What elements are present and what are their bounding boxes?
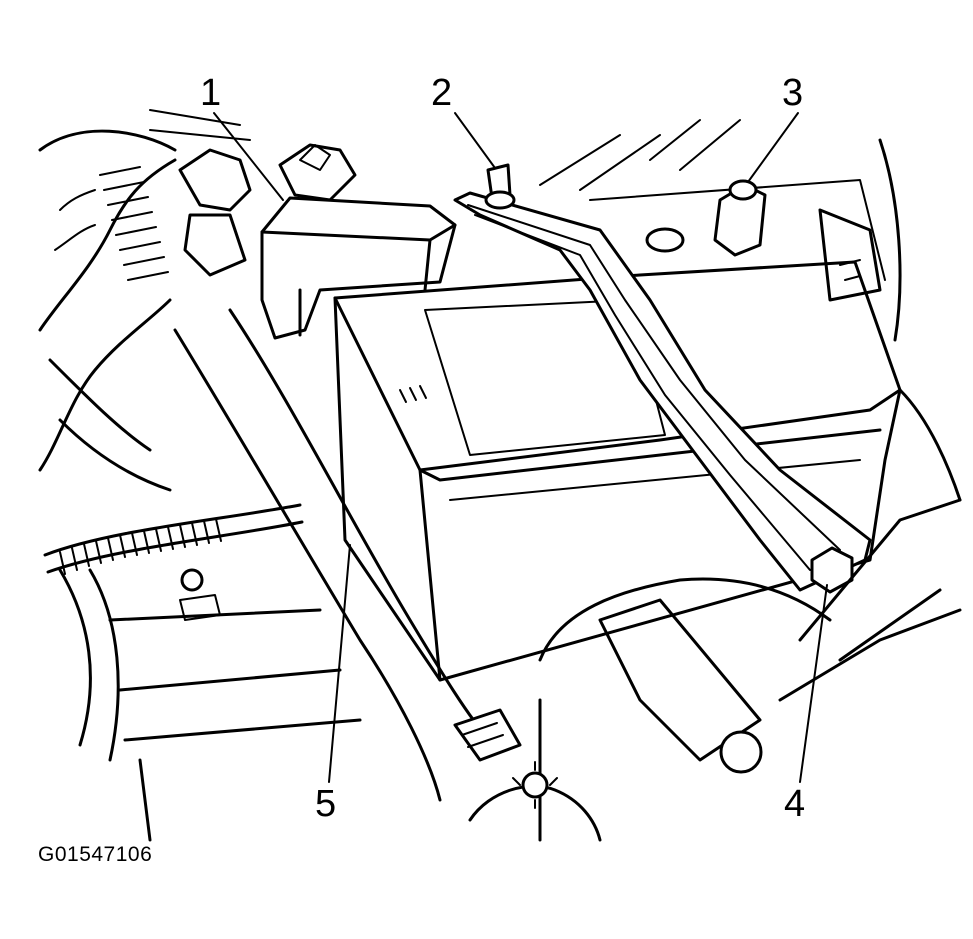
retainer-bracket	[713, 179, 767, 257]
retainer-bolt-bottom	[810, 546, 854, 594]
callout-leaders	[213, 112, 828, 783]
callout-3: 3	[782, 72, 804, 114]
leader-2	[454, 112, 496, 169]
air-intake-duct	[38, 129, 177, 492]
figure-id: G01547106	[38, 843, 153, 866]
engine-bay-brackets	[149, 109, 357, 277]
wire-harness-coil	[43, 503, 304, 762]
right-bay-structure	[539, 119, 962, 502]
lower-frame-rails	[108, 568, 362, 842]
callout-5: 5	[315, 783, 337, 825]
terminal-cover	[260, 196, 457, 340]
callout-4: 4	[784, 783, 806, 825]
callout-2: 2	[431, 72, 453, 114]
leader-5	[328, 544, 351, 783]
leader-3	[747, 112, 799, 183]
retainer-bolt-top	[484, 163, 516, 210]
leader-4	[799, 584, 828, 783]
battery	[333, 179, 902, 682]
battery-cable-harness	[173, 308, 522, 802]
leader-1	[213, 112, 284, 201]
callout-1: 1	[200, 72, 222, 114]
